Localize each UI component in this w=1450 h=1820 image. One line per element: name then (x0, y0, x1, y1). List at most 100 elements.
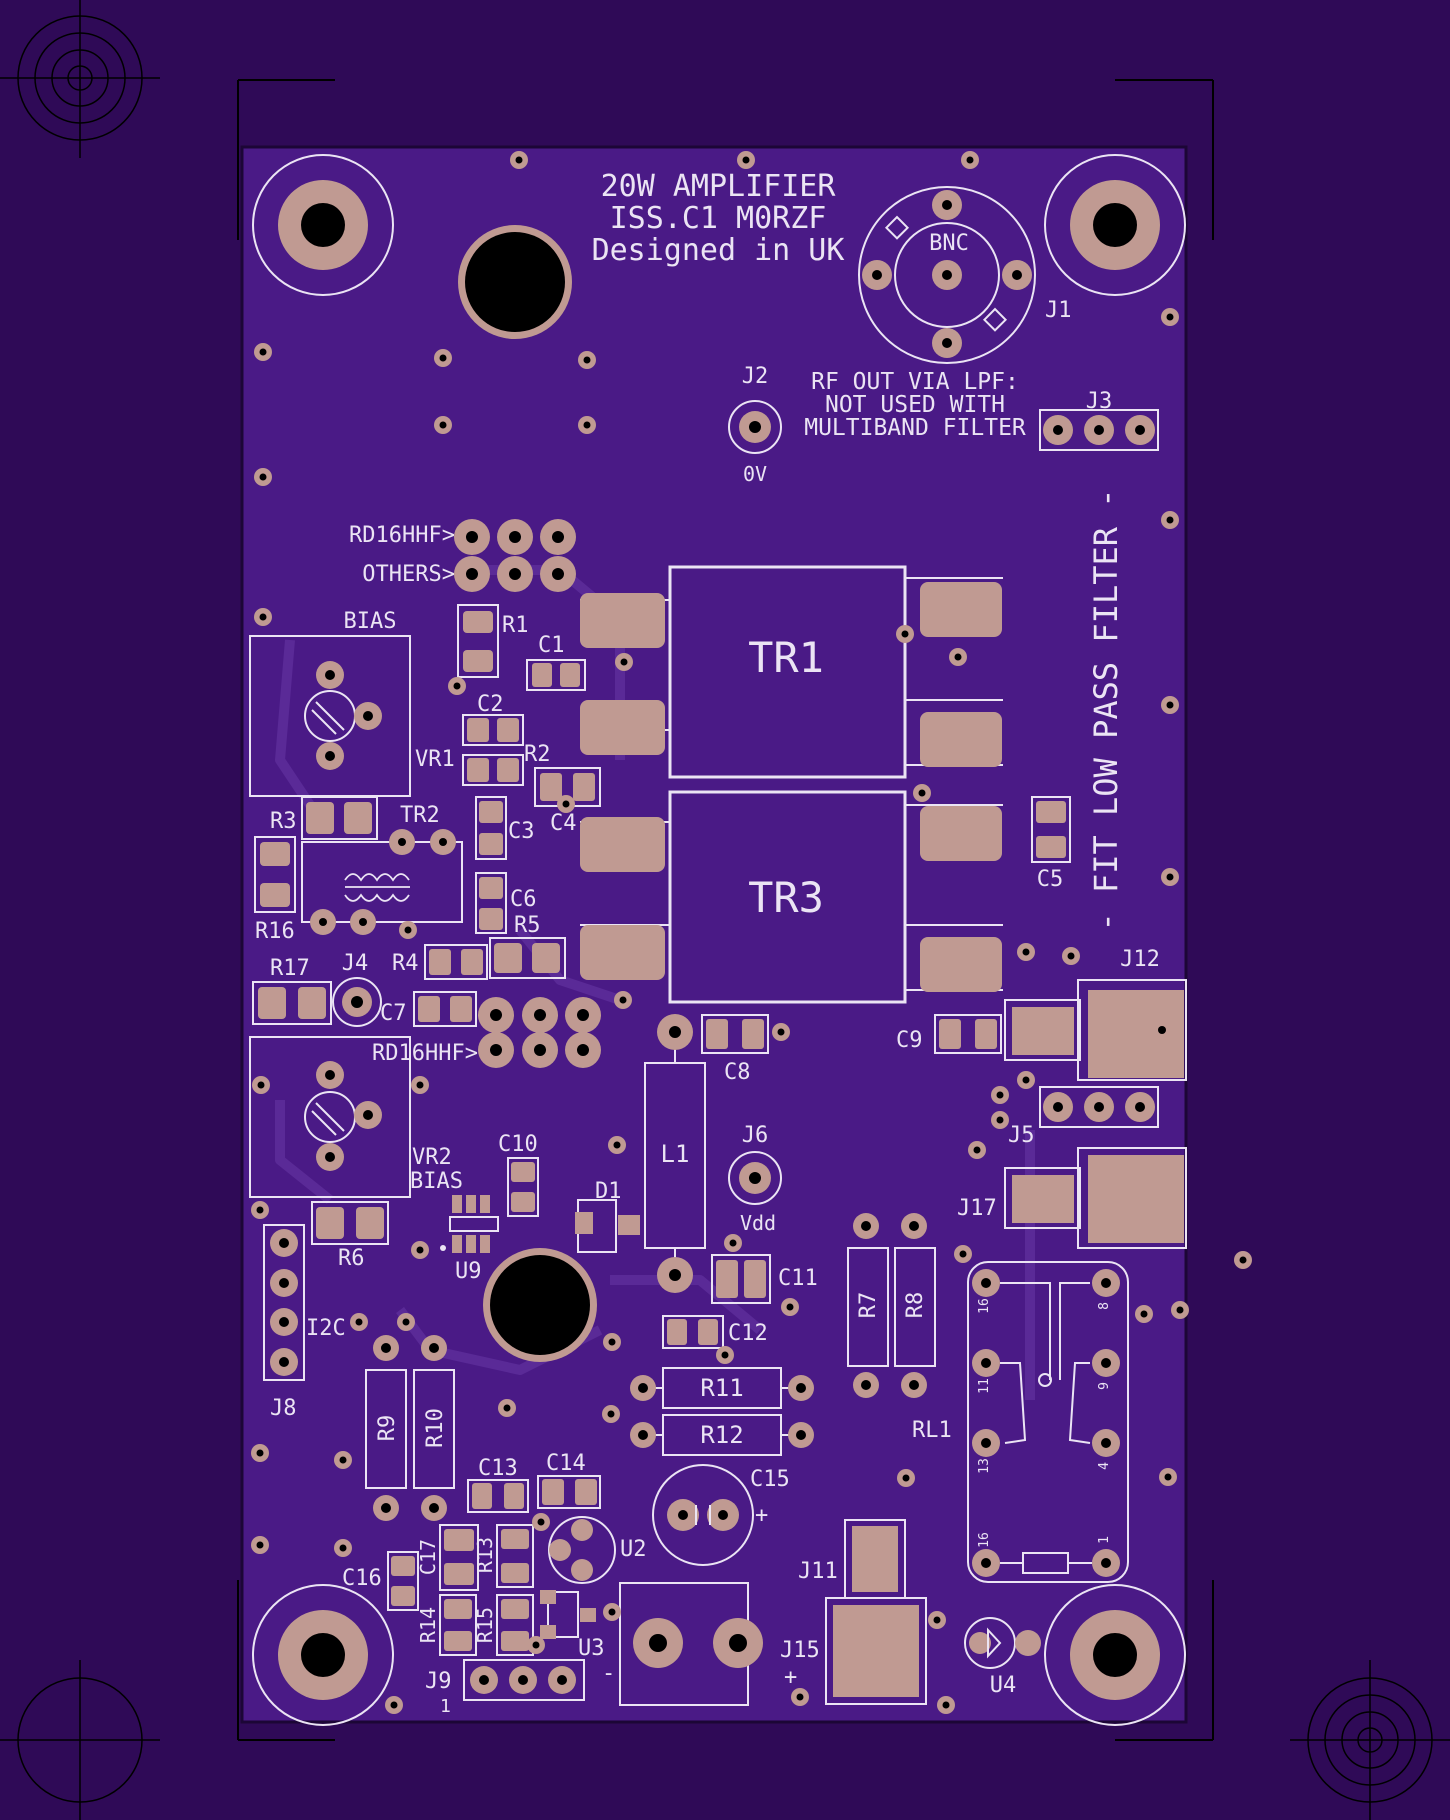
mounting-hole (252, 154, 394, 296)
via-drill (503, 1404, 511, 1412)
resistor-r2: R2 C4 (524, 742, 601, 836)
svg-text:R12: R12 (700, 1421, 743, 1449)
mounting-holes (252, 154, 1186, 1726)
large-hole (483, 1248, 597, 1362)
resistor-r14: R14 (416, 1594, 477, 1656)
svg-text:RL1: RL1 (912, 1418, 952, 1443)
via-drill (954, 653, 962, 661)
via-drill (339, 1456, 347, 1464)
resistor-r13: R13 (473, 1524, 534, 1588)
via-drill (933, 1616, 941, 1624)
via-drill (453, 682, 461, 690)
ref-TR1: TR1 (748, 633, 824, 682)
via-drill (537, 1518, 545, 1526)
via-drill (901, 630, 909, 638)
header-j5: J5 (1008, 1086, 1159, 1148)
svg-text:R5: R5 (514, 913, 541, 938)
resistor-r3: R3 (270, 796, 378, 840)
via-drill (613, 1141, 621, 1149)
svg-text:C12: C12 (728, 1321, 768, 1346)
svg-text:C11: C11 (778, 1266, 818, 1291)
via-drill (996, 1091, 1004, 1099)
via-drill (1164, 1473, 1172, 1481)
svg-text:C1: C1 (538, 633, 565, 658)
via-drill (902, 1474, 910, 1482)
svg-text:R11: R11 (700, 1374, 743, 1402)
via-drill (515, 156, 523, 164)
svg-text:I2C: I2C (306, 1316, 346, 1341)
svg-text:R9: R9 (375, 1415, 400, 1442)
capacitor-c9: C9 (896, 1014, 1002, 1054)
transistor-select-header: RD16HHF> OTHERS> (349, 519, 576, 592)
svg-text:J8: J8 (270, 1396, 297, 1421)
svg-text:-: - (602, 1661, 615, 1686)
svg-text:R2: R2 (524, 742, 551, 767)
via-drill (259, 613, 267, 621)
bnc-label: BNC (929, 231, 969, 256)
via-drill (729, 1239, 737, 1247)
via-drill (583, 356, 591, 364)
header-j3: J3 (1039, 389, 1159, 451)
resistor-r17: R17 (252, 956, 332, 1025)
svg-text:16: 16 (977, 1298, 992, 1314)
svg-text:J12: J12 (1120, 947, 1160, 972)
via-drill (439, 354, 447, 362)
capacitor-c1: C1 (526, 633, 586, 691)
resistor-r16: R16 (254, 836, 296, 944)
ic-u9: U9 (440, 1195, 499, 1284)
via-drill (608, 1338, 616, 1346)
svg-text:9: 9 (1097, 1382, 1112, 1390)
via-drill (959, 1250, 967, 1258)
via-drill (256, 1449, 264, 1457)
capacitor-c3: C3 (475, 796, 535, 860)
resistor-r7: R7 (847, 1213, 889, 1398)
resistor-r12: R12 (630, 1414, 814, 1456)
via-drill (1067, 952, 1075, 960)
via-drill (1166, 701, 1174, 709)
capacitor-c10: C10 (498, 1132, 539, 1217)
title-line-3: Designed in UK (592, 233, 845, 268)
svg-text:RD16HHF>: RD16HHF> (372, 1041, 478, 1066)
via-drill (562, 800, 570, 808)
bnc-connector-j1: BNC J1 (858, 186, 1072, 364)
svg-text:RF OUT VIA LPF:: RF OUT VIA LPF: (811, 369, 1019, 395)
led-u4: U4 (964, 1617, 1041, 1698)
via-drill (404, 926, 412, 934)
registration-target (1290, 1660, 1450, 1820)
svg-text:J6: J6 (742, 1123, 769, 1148)
via-drill (259, 473, 267, 481)
connector-j11: J11 (798, 1519, 927, 1705)
via-drill (777, 1028, 785, 1036)
relay-rl1: RL1 16 11 13 16 8 9 4 1 (912, 1261, 1129, 1583)
transistor-tr3: TR3 (580, 790, 1003, 1004)
resistor-r9: R9 (365, 1335, 407, 1521)
svg-text:R15: R15 (473, 1607, 497, 1643)
via-drill (1166, 873, 1174, 881)
test-point-j6: J6 Vdd (728, 1123, 782, 1235)
via-drill (257, 1081, 265, 1089)
svg-text:1: 1 (440, 1696, 451, 1717)
via-drill (620, 658, 628, 666)
transformer-tr2: TR2 (301, 803, 463, 935)
via-drill (1022, 948, 1030, 956)
svg-text:R6: R6 (338, 1246, 365, 1271)
via-drill (1239, 1256, 1247, 1264)
capacitor-c8: C8 (701, 1014, 769, 1085)
ref-J1: J1 (1045, 298, 1072, 323)
connector-j17: J17 (957, 1147, 1187, 1249)
svg-text:C13: C13 (478, 1456, 518, 1481)
header-j9: J9 1 (425, 1659, 585, 1717)
mounting-hole (1044, 1584, 1186, 1726)
via-drill (532, 1641, 540, 1649)
board-outline (240, 145, 1188, 1724)
net-label-0v: 0V (743, 462, 767, 486)
svg-text:C16: C16 (342, 1566, 382, 1591)
svg-text:J11: J11 (798, 1559, 838, 1584)
capacitor-c2: C2 (462, 692, 524, 786)
svg-text:U2: U2 (620, 1537, 647, 1562)
svg-text:C2: C2 (477, 692, 504, 717)
via-drill (439, 421, 447, 429)
terminal-j15: - + J15 (602, 1582, 820, 1706)
svg-text:R17: R17 (270, 956, 310, 981)
